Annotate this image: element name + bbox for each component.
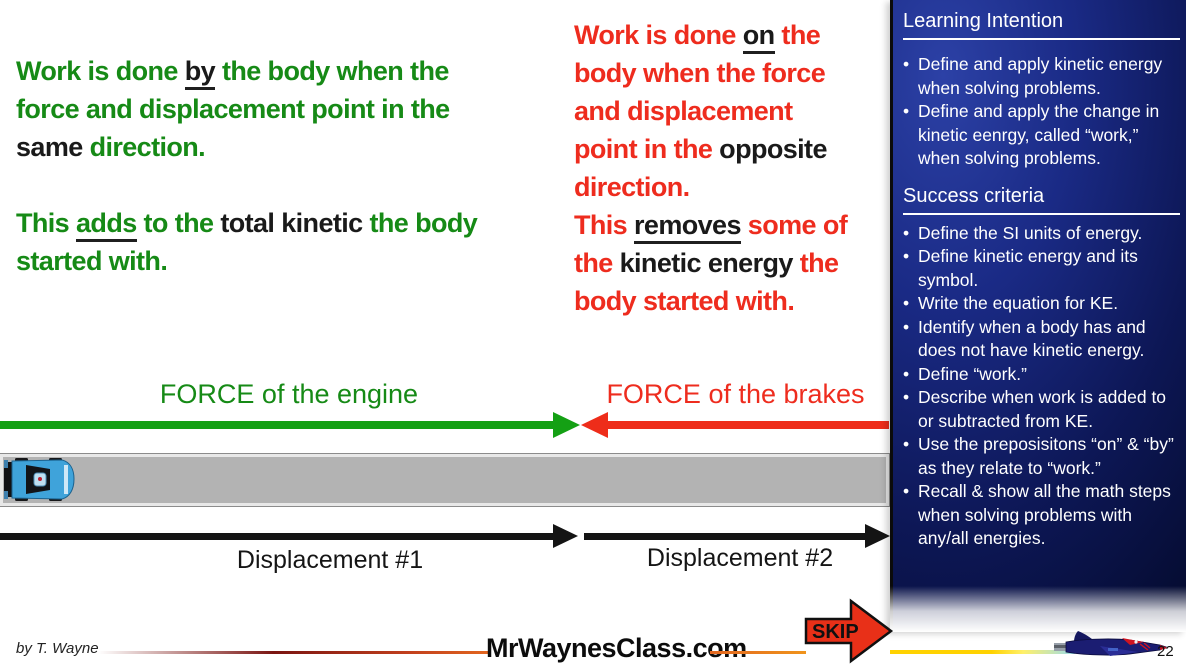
text-line: Work is done by the body when the <box>16 52 561 90</box>
text-line: This adds to the total kinetic the body <box>16 204 561 242</box>
divider <box>903 38 1180 40</box>
text-line: body when the force <box>574 58 826 88</box>
force-brakes-arrowhead-icon <box>581 412 608 438</box>
website-name: MrWaynesClass.com <box>486 633 747 663</box>
text-line: force and displacement point in the <box>16 94 450 124</box>
bullet-item: Recall & show all the math steps when so… <box>903 480 1180 551</box>
bullet-item: Define “work.” <box>903 363 1180 387</box>
author-byline: by T. Wayne <box>16 640 99 657</box>
objectives-sidebar: Learning Intention Define and apply kine… <box>890 0 1186 632</box>
sidebar-fade <box>890 586 1186 632</box>
text-line: point in the opposite <box>574 134 827 164</box>
learning-intention-title: Learning Intention <box>903 10 1064 32</box>
force-engine-arrowhead-icon <box>553 412 580 438</box>
text-line: body started with. <box>574 286 795 316</box>
divider <box>903 212 1180 215</box>
force-brakes-label: FORCE of the brakes <box>606 379 865 409</box>
text-line <box>16 166 561 204</box>
bullet-item: Define and apply the change in kinetic e… <box>903 100 1180 171</box>
bullet-item: Define and apply kinetic energy when sol… <box>903 53 1180 100</box>
footer-divider-line <box>710 651 806 654</box>
displacement2-arrowhead-icon <box>865 524 890 548</box>
displacement1-arrow <box>0 533 554 540</box>
text-line: and displacement <box>574 96 793 126</box>
bullet-item: Describe when work is added to or subtra… <box>903 386 1180 433</box>
success-criteria-list: Define the SI units of energy.Define kin… <box>903 222 1180 551</box>
text-line: same direction. <box>16 132 206 162</box>
force-engine-label: FORCE of the engine <box>159 379 419 409</box>
skip-label: SKIP <box>812 621 859 643</box>
race-car-icon <box>4 458 75 501</box>
text-line: the kinetic energy the <box>574 248 839 278</box>
displacement1-arrowhead-icon <box>553 524 578 548</box>
text-line: This removes some of <box>574 206 889 244</box>
displacement2-arrow <box>584 533 866 540</box>
jet-trail-line <box>890 650 1075 654</box>
displacement2-label: Displacement #2 <box>646 544 834 572</box>
bullet-item: Define the SI units of energy. <box>903 222 1180 246</box>
bullet-item: Use the preposisitons “on” & “by” as the… <box>903 433 1180 480</box>
bullet-item: Write the equation for KE. <box>903 292 1180 316</box>
skip-arrow-button[interactable]: SKIP <box>804 596 894 666</box>
text-line: Work is done on the <box>574 16 889 54</box>
text-line: direction. <box>574 172 690 202</box>
sidebar-border <box>890 0 893 632</box>
displacement1-label: Displacement #1 <box>236 546 424 574</box>
page-number: 22 <box>1157 643 1174 660</box>
jet-plane-icon <box>1054 631 1168 656</box>
footer-divider-line <box>98 651 488 654</box>
text-line: started with. <box>16 246 168 276</box>
bullet-item: Define kinetic energy and its symbol. <box>903 245 1180 292</box>
success-criteria-title: Success criteria <box>903 184 1045 207</box>
force-brakes-arrow <box>607 421 889 429</box>
work-done-by-paragraph: Work is done by the body when the force a… <box>16 52 561 280</box>
force-engine-arrow <box>0 421 554 429</box>
work-done-on-paragraph: Work is done on the body when the force an… <box>574 16 889 320</box>
road-track <box>0 454 889 506</box>
learning-intention-list: Define and apply kinetic energy when sol… <box>903 53 1180 171</box>
bullet-item: Identify when a body has and does not ha… <box>903 316 1180 363</box>
